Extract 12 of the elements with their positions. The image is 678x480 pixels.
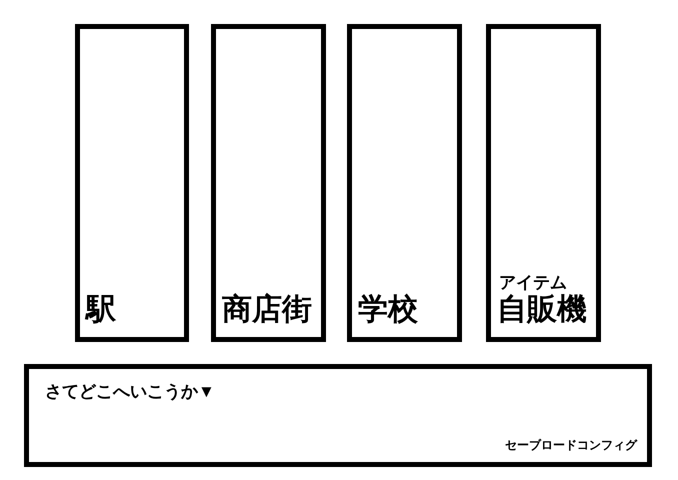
system-menu-text: セーブロードコンフィグ xyxy=(505,437,637,454)
destination-panel xyxy=(75,24,189,342)
message-text: さてどこへいこうか▼ xyxy=(45,381,215,403)
destination-panel xyxy=(486,24,601,342)
destination-label: 駅 xyxy=(86,293,116,327)
destination-panel xyxy=(347,24,462,342)
destination-label: 自販機 xyxy=(497,293,587,327)
destination-label: 商店街 xyxy=(222,293,312,327)
destination-label: 学校 xyxy=(358,293,418,327)
destination-sublabel: アイテム xyxy=(498,273,567,293)
destination-panel xyxy=(211,24,326,342)
message-window xyxy=(24,364,652,467)
